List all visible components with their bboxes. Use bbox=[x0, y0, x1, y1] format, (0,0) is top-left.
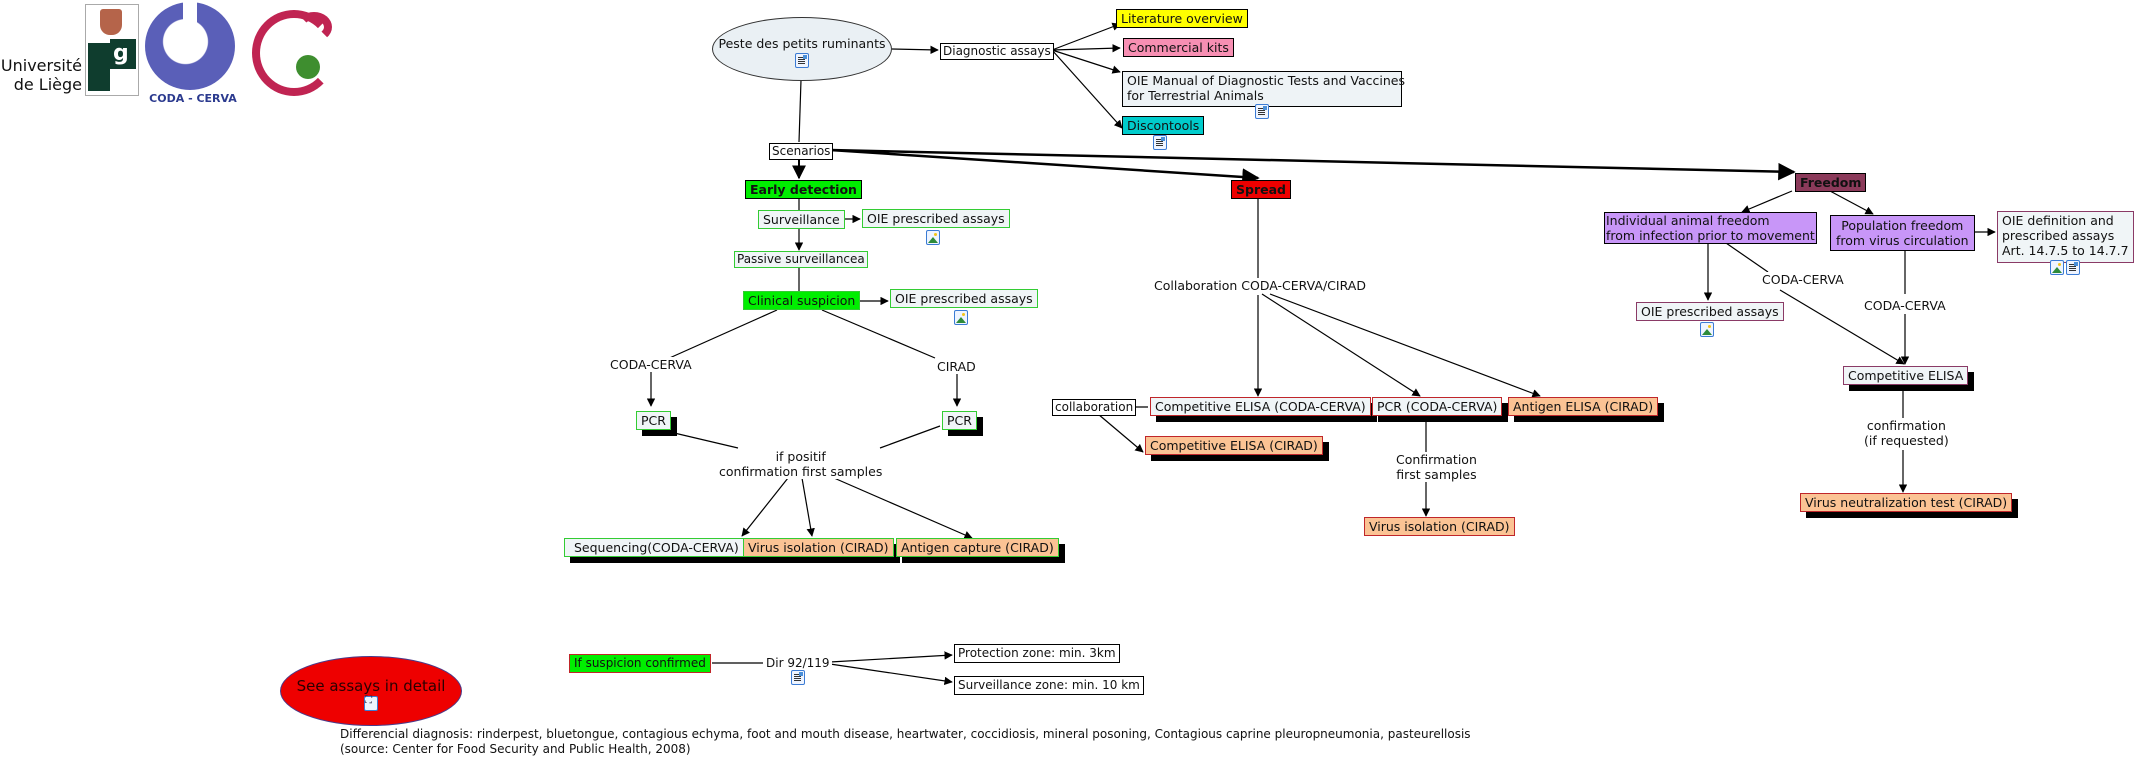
competitive-elisa-cirad-node[interactable]: Competitive ELISA (CIRAD) bbox=[1145, 436, 1323, 455]
freedom-node[interactable]: Freedom bbox=[1795, 173, 1867, 192]
edge bbox=[1269, 293, 1541, 398]
edge bbox=[821, 309, 936, 359]
population-freedom-node[interactable]: Population freedom from virus circulatio… bbox=[1830, 215, 1975, 251]
link-label-collaboration-coda-cirad: Collaboration CODA-CERVA/CIRAD bbox=[1152, 278, 1368, 293]
document-icon[interactable] bbox=[791, 670, 805, 685]
sequencing-node[interactable]: Sequencing(CODA-CERVA) bbox=[564, 538, 744, 557]
link-label-if-positif: if positif confirmation first samples bbox=[717, 449, 885, 479]
image-icon[interactable] bbox=[954, 310, 968, 325]
edge bbox=[798, 79, 802, 143]
literature-overview-node[interactable]: Literature overview bbox=[1116, 9, 1248, 28]
competitive-elisa-node[interactable]: Competitive ELISA bbox=[1843, 366, 1969, 385]
edge bbox=[1261, 293, 1421, 397]
diagnostic-assays-node[interactable]: Diagnostic assays bbox=[940, 43, 1054, 60]
document-icon[interactable] bbox=[1153, 135, 1167, 150]
antigen-elisa-node[interactable]: Antigen ELISA (CIRAD) bbox=[1508, 397, 1659, 416]
ulg-logo: Université de Liège g bbox=[0, 4, 140, 98]
if-suspicion-confirmed-node[interactable]: If suspicion confirmed bbox=[569, 654, 711, 673]
collaboration-node[interactable]: collaboration bbox=[1052, 399, 1137, 416]
pcr-node-right[interactable]: PCR bbox=[942, 411, 977, 430]
edge bbox=[1829, 190, 1874, 215]
competitive-elisa-coda-node[interactable]: Competitive ELISA (CODA-CERVA) bbox=[1150, 397, 1371, 416]
ulg-crest: g bbox=[85, 4, 139, 96]
cerva-swirl-logo bbox=[252, 10, 342, 102]
root-concept[interactable]: Peste des petits ruminants bbox=[712, 17, 892, 81]
oie-definition-icons bbox=[2050, 260, 2080, 275]
oie-manual-node[interactable]: OIE Manual of Diagnostic Tests and Vacci… bbox=[1122, 71, 1405, 107]
link-label-coda-cerva-individual: CODA-CERVA bbox=[1760, 272, 1846, 287]
edge bbox=[1779, 289, 1905, 365]
clinical-suspicion-node[interactable]: Clinical suspicion bbox=[743, 291, 861, 310]
edge bbox=[829, 651, 953, 663]
differential-diagnosis-note: Differencial diagnosis: rinderpest, blue… bbox=[340, 727, 1471, 756]
coda-cerva-text: CODA - CERVA bbox=[149, 92, 237, 105]
edge bbox=[1051, 22, 1121, 51]
see-assays-button[interactable]: See assays in detail bbox=[280, 656, 462, 726]
edge bbox=[1051, 49, 1123, 129]
commercial-kits-node[interactable]: Commercial kits bbox=[1123, 38, 1234, 57]
oie-prescribed-assays-node-2[interactable]: OIE prescribed assays bbox=[890, 289, 1038, 308]
edge bbox=[879, 425, 941, 449]
edge bbox=[829, 148, 1260, 186]
edge bbox=[801, 477, 815, 537]
oie-definition-node[interactable]: OIE definition and prescribed assays Art… bbox=[1997, 211, 2134, 263]
protection-zone-node[interactable]: Protection zone: min. 3km bbox=[954, 644, 1120, 663]
antigen-capture-node[interactable]: Antigen capture (CIRAD) bbox=[896, 538, 1059, 557]
dir-92-119-node[interactable]: Dir 92/119 bbox=[764, 656, 832, 671]
link-label-confirmation: Confirmation first samples bbox=[1394, 452, 1479, 482]
coda-cerva-logo: CODA - CERVA bbox=[143, 2, 243, 106]
edge bbox=[829, 148, 1796, 181]
oie-prescribed-assays-node-3[interactable]: OIE prescribed assays bbox=[1636, 302, 1784, 321]
virus-neutralization-node[interactable]: Virus neutralization test (CIRAD) bbox=[1800, 493, 2013, 512]
pcr-coda-node[interactable]: PCR (CODA-CERVA) bbox=[1372, 397, 1503, 416]
edge bbox=[669, 431, 739, 449]
edge bbox=[741, 477, 789, 537]
document-icon[interactable] bbox=[1255, 104, 1269, 119]
scenarios-node[interactable]: Scenarios bbox=[769, 143, 834, 160]
ulg-text: Université de Liège bbox=[0, 56, 82, 94]
edge bbox=[1741, 190, 1793, 213]
spread-node[interactable]: Spread bbox=[1231, 180, 1291, 199]
edge bbox=[833, 477, 973, 539]
oie-prescribed-assays-node-1[interactable]: OIE prescribed assays bbox=[862, 209, 1010, 228]
pcr-node-left[interactable]: PCR bbox=[636, 411, 671, 430]
passive-surveillance-node[interactable]: Passive surveillancea bbox=[734, 251, 868, 268]
surveillance-node[interactable]: Surveillance bbox=[758, 210, 845, 229]
discontools-node[interactable]: Discontools bbox=[1122, 116, 1205, 135]
edge bbox=[1097, 413, 1144, 453]
edge bbox=[1725, 242, 1769, 273]
link-label-coda-cerva-population: CODA-CERVA bbox=[1862, 298, 1948, 313]
link-label-cirad: CIRAD bbox=[935, 359, 978, 374]
document-icon[interactable] bbox=[2066, 260, 2080, 275]
image-icon[interactable] bbox=[926, 230, 940, 245]
edge bbox=[664, 309, 778, 361]
surveillance-zone-node[interactable]: Surveillance zone: min. 10 km bbox=[954, 676, 1144, 695]
link-label-confirmation-requested: confirmation (if requested) bbox=[1862, 418, 1951, 448]
document-icon[interactable] bbox=[795, 53, 809, 68]
image-icon[interactable] bbox=[2050, 260, 2064, 275]
early-detection-node[interactable]: Early detection bbox=[745, 180, 862, 199]
virus-isolation-node-1[interactable]: Virus isolation (CIRAD) bbox=[743, 538, 894, 557]
edge bbox=[1051, 49, 1121, 74]
concept-map-icon[interactable] bbox=[364, 695, 378, 711]
edge bbox=[1051, 44, 1121, 53]
edge bbox=[891, 45, 939, 55]
image-icon[interactable] bbox=[1700, 322, 1714, 337]
edge bbox=[829, 663, 953, 686]
link-label-coda-cerva: CODA-CERVA bbox=[608, 357, 694, 372]
individual-freedom-node[interactable]: Individual animal freedom from infection… bbox=[1604, 212, 1817, 244]
virus-isolation-node-2[interactable]: Virus isolation (CIRAD) bbox=[1364, 517, 1515, 536]
